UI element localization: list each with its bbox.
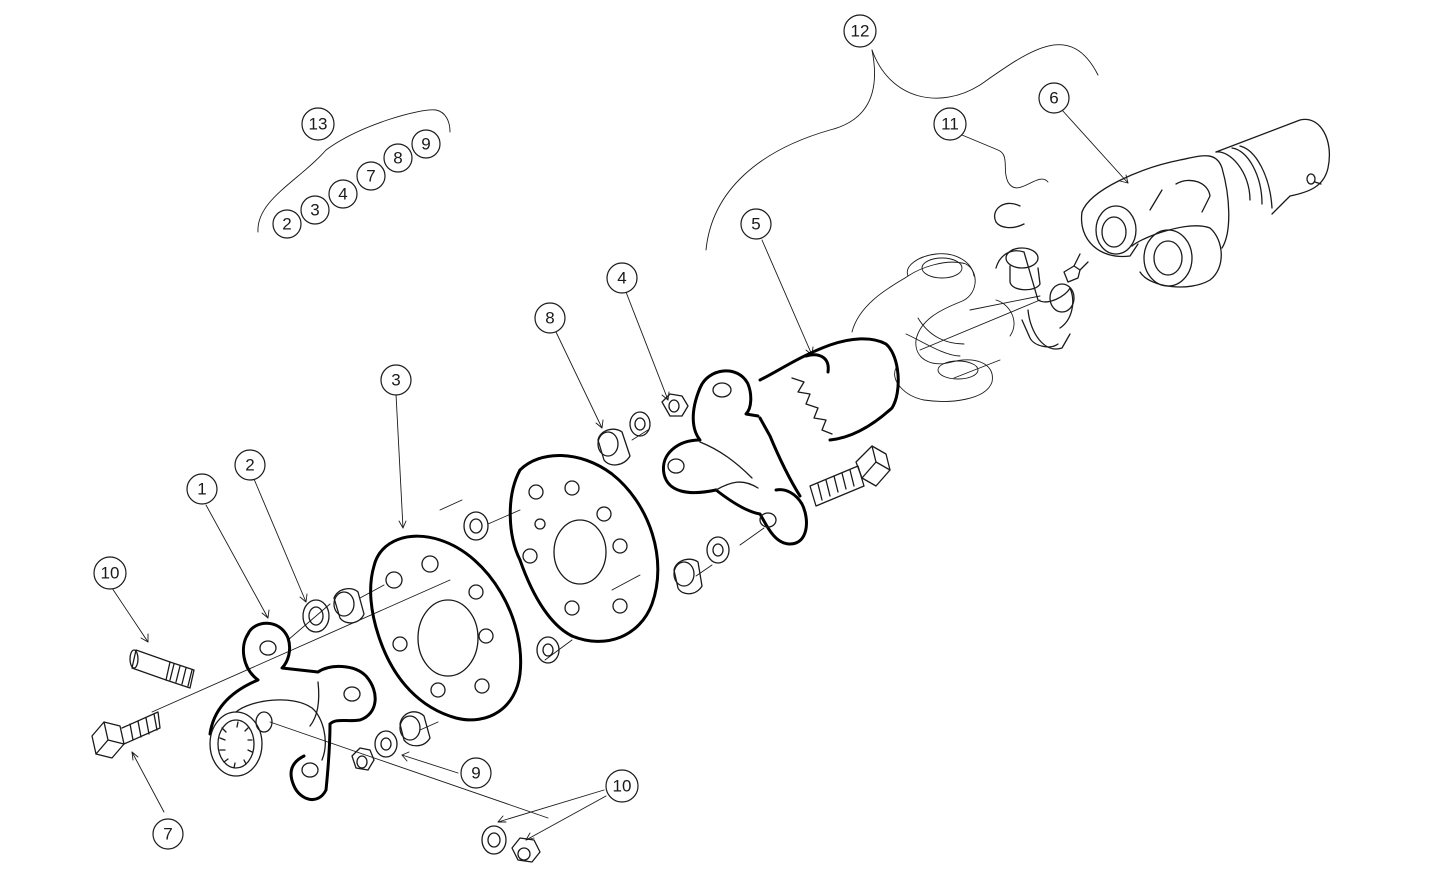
svg-text:3: 3	[310, 201, 319, 220]
leader-lines	[111, 44, 1129, 841]
svg-text:10: 10	[613, 777, 632, 796]
nut-4	[629, 393, 689, 437]
flange-yoke-5	[661, 337, 900, 546]
svg-text:9: 9	[421, 135, 430, 154]
callout-7: 7	[152, 818, 184, 850]
kit-member-9: 9	[411, 129, 441, 159]
bolt-right	[809, 445, 891, 507]
callout-10-left: 10	[93, 556, 127, 590]
flex-disc-3	[369, 534, 560, 722]
kit-member-8: 8	[383, 143, 413, 173]
callout-6: 6	[1038, 82, 1070, 114]
callout-4: 4	[606, 262, 638, 294]
callout-11: 11	[933, 107, 967, 141]
callout-3: 3	[380, 364, 412, 396]
svg-text:10: 10	[101, 564, 120, 583]
kit-member-3: 3	[300, 195, 330, 225]
nut-washer-10	[481, 825, 541, 863]
bushing-8	[597, 428, 631, 466]
bolt-7	[91, 711, 161, 759]
callout-8: 8	[534, 302, 566, 334]
callout-10-right: 10	[605, 769, 639, 803]
svg-text:12: 12	[851, 22, 870, 41]
svg-text:5: 5	[751, 215, 760, 234]
assembly-axis-lines	[151, 299, 1041, 819]
washer-9	[351, 730, 398, 771]
svg-text:7: 7	[366, 167, 375, 186]
flex-disc-rear	[463, 454, 660, 643]
svg-text:9: 9	[471, 764, 480, 783]
svg-text:8: 8	[393, 149, 402, 168]
callout-9: 9	[460, 757, 492, 789]
set-screw-10	[129, 649, 195, 689]
svg-text:1: 1	[197, 480, 206, 499]
svg-text:6: 6	[1049, 89, 1058, 108]
svg-text:2: 2	[245, 456, 254, 475]
callout-12: 12	[843, 14, 877, 48]
kit-member-2: 2	[272, 209, 302, 239]
svg-text:11: 11	[941, 115, 959, 134]
svg-text:3: 3	[391, 371, 400, 390]
svg-text:7: 7	[163, 825, 172, 844]
driveshaft-assembly	[851, 118, 1330, 402]
callout-2: 2	[234, 449, 266, 481]
kit-member-7: 7	[356, 161, 386, 191]
svg-text:8: 8	[545, 309, 554, 328]
washer-2	[302, 587, 365, 633]
splined-flange-1	[208, 621, 377, 801]
callout-1: 1	[186, 473, 218, 505]
svg-text:13: 13	[309, 115, 328, 134]
svg-text:4: 4	[617, 269, 626, 288]
callout-5: 5	[740, 208, 772, 240]
kit-member-4: 4	[328, 179, 358, 209]
bushing-front-lower	[399, 711, 431, 747]
svg-text:2: 2	[282, 215, 291, 234]
callout-13: 13	[301, 107, 335, 141]
bushing-lower-right	[673, 536, 730, 595]
svg-text:4: 4	[338, 185, 347, 204]
